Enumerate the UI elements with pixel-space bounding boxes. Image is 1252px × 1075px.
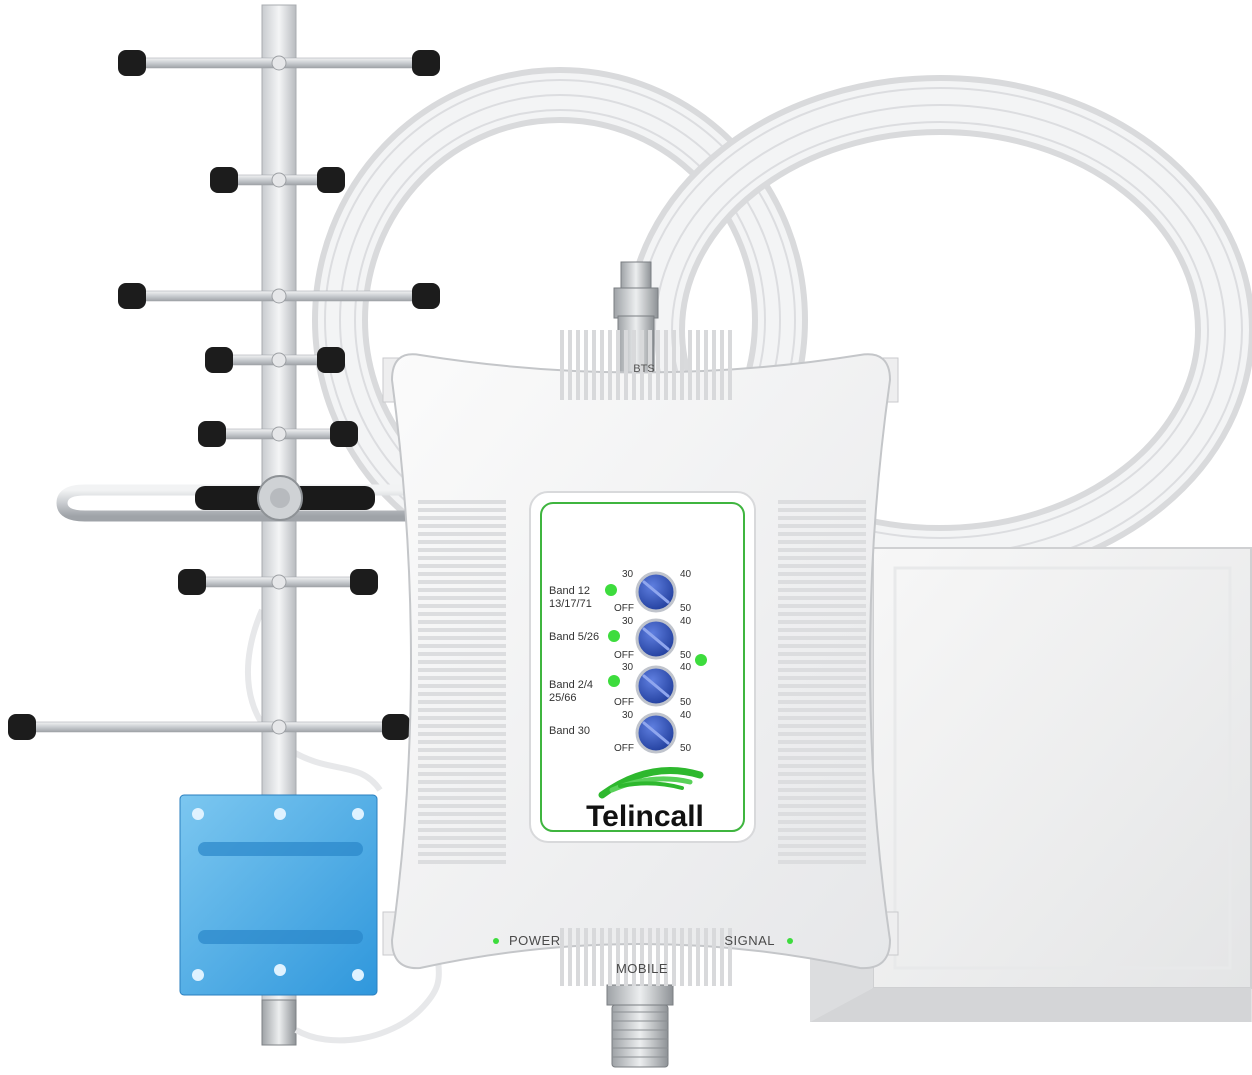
signal-label: SIGNAL [724, 933, 775, 948]
band-3-label-sub: 25/66 [549, 692, 577, 704]
signal-booster [382, 261, 899, 1068]
band-2-led [608, 630, 620, 642]
power-led [493, 938, 499, 944]
band-1-dial-50: 50 [680, 603, 692, 614]
band-3-dial-40: 40 [680, 662, 692, 673]
band-3-led [608, 675, 620, 687]
yagi-element-5 [198, 421, 358, 447]
band-2-gain-dial[interactable] [635, 618, 677, 660]
band-2-dial-40: 40 [680, 616, 692, 627]
yagi-element-6 [178, 569, 378, 595]
band-row-1: Band 12 13/17/71 30 40 OFF 50 [549, 569, 692, 614]
signal-arc-logo-icon [598, 767, 704, 799]
band-1-gain-dial[interactable] [635, 571, 677, 613]
band-1-led [605, 584, 617, 596]
band-4-dial-off: OFF [614, 743, 634, 754]
mobile-port-label: MOBILE [616, 961, 668, 976]
band-4-dial-40: 40 [680, 710, 692, 721]
band-1-dial-30: 30 [622, 569, 634, 580]
yagi-element-1 [118, 50, 440, 76]
yagi-element-7 [8, 714, 410, 740]
power-label: POWER [509, 933, 561, 948]
band-row-2: Band 5/26 30 40 OFF 50 [549, 616, 707, 666]
band-2-dial-50: 50 [680, 650, 692, 661]
yagi-element-3 [118, 283, 440, 309]
band-1-dial-off: OFF [614, 603, 634, 614]
signal-led [787, 938, 793, 944]
band-3-gain-dial[interactable] [635, 665, 677, 707]
yagi-antenna [8, 4, 442, 1046]
yagi-element-4 [205, 347, 345, 373]
brand-logo-text: Telincall [586, 800, 704, 833]
signal-status-led [695, 654, 707, 666]
band-3-dial-50: 50 [680, 697, 692, 708]
band-2-dial-off: OFF [614, 650, 634, 661]
band-3-dial-30: 30 [622, 662, 634, 673]
band-3-dial-off: OFF [614, 697, 634, 708]
band-4-label: Band 30 [549, 725, 590, 737]
band-1-dial-40: 40 [680, 569, 692, 580]
band-4-dial-30: 30 [622, 710, 634, 721]
band-4-gain-dial[interactable] [635, 712, 677, 754]
band-1-label: Band 12 [549, 585, 590, 597]
band-3-label: Band 2/4 [549, 679, 593, 691]
band-1-label-sub: 13/17/71 [549, 598, 592, 610]
bts-port-label: BTS [633, 363, 654, 375]
band-row-3: Band 2/4 25/66 30 40 OFF 50 [549, 662, 692, 708]
band-2-label: Band 5/26 [549, 631, 599, 643]
control-panel [540, 502, 745, 832]
band-2-dial-30: 30 [622, 616, 634, 627]
band-4-dial-50: 50 [680, 743, 692, 754]
band-row-4: Band 30 30 40 OFF 50 [549, 710, 692, 754]
yagi-element-2 [210, 167, 345, 193]
